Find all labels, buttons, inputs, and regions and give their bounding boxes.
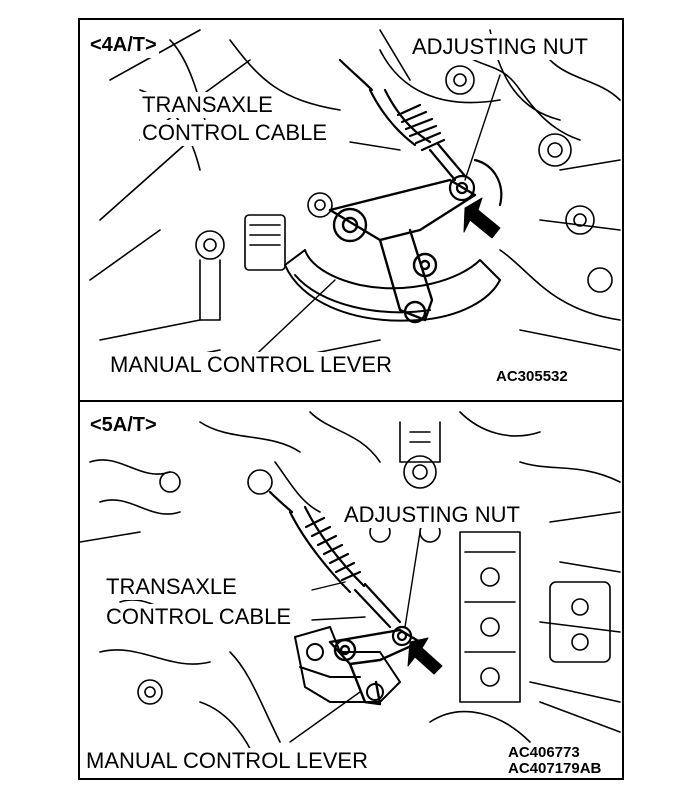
arrow-icon-5at [407,637,443,675]
illustration-4at [89,29,621,371]
leader-lines-5at [289,531,421,743]
manual-control-lever-5at [328,628,422,706]
label-cable-line1-4at: TRANSAXLE [140,92,275,118]
leader-lines-4at [244,74,501,366]
illustration-5at [80,411,621,773]
figure-code-5at-2: AC407179AB [506,760,604,777]
figure-frame: <4A/T> ADJUSTING NUT TRANSAXLE CONTROL C… [78,18,624,780]
engine-background-4at [89,29,621,371]
label-adjusting-nut-5at: ADJUSTING NUT [342,502,522,528]
switch-housing-4at [284,249,501,322]
label-cable-line2-5at: CONTROL CABLE [104,604,294,630]
panel-5at: <5A/T> ADJUSTING NUT TRANSAXLE CONTROL C… [80,402,622,778]
panel-4at: <4A/T> ADJUSTING NUT TRANSAXLE CONTROL C… [80,20,622,400]
label-adjusting-nut-4at: ADJUSTING NUT [410,34,590,60]
manual-control-lever-4at [328,178,477,324]
figure-code-4at: AC305532 [494,368,570,385]
adjusting-nut-5at [391,625,413,647]
figure-code-5at-1: AC406773 [506,744,582,761]
transaxle-control-cable-5at [268,490,402,629]
panel-divider [80,400,622,402]
label-cable-line1-5at: TRANSAXLE [104,574,239,600]
variant-tag-5at: <5A/T> [88,412,159,438]
label-manual-control-lever-5at: MANUAL CONTROL LEVER [84,748,370,774]
label-manual-control-lever-4at: MANUAL CONTROL LEVER [108,352,394,378]
label-cable-line2-4at: CONTROL CABLE [140,120,330,146]
transaxle-control-cable-4at [338,58,467,182]
switch-housing-5at [294,626,401,703]
arrow-icon-4at [463,197,501,239]
adjusting-nut-4at [448,158,503,207]
variant-tag-4at: <4A/T> [88,32,159,58]
